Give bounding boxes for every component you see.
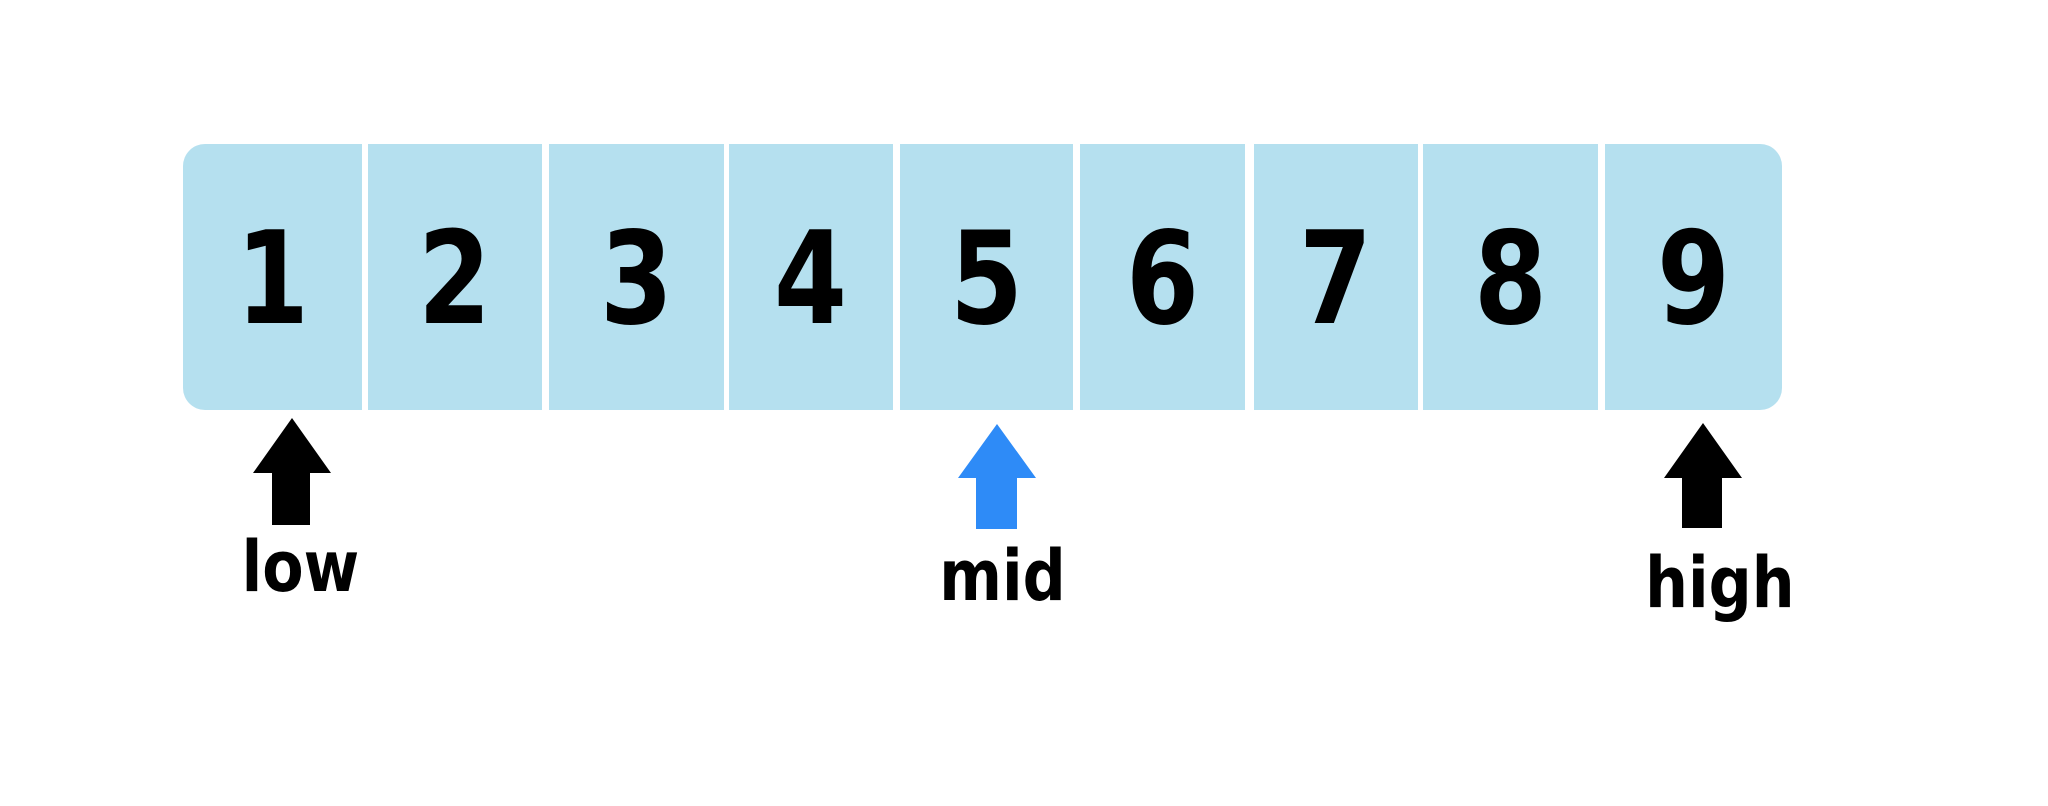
- array-cell-0: 1: [183, 144, 362, 410]
- cell-value: 5: [949, 205, 1024, 354]
- cell-value: 4: [774, 205, 848, 354]
- pointer-label-mid: mid: [939, 535, 1066, 617]
- array-cell-4: 5: [900, 144, 1073, 410]
- cell-value: 6: [1125, 205, 1200, 354]
- pointer-label-low: low: [241, 526, 360, 608]
- array-cell-3: 4: [729, 144, 893, 410]
- array-cell-2: 3: [549, 144, 724, 410]
- cell-value: 2: [418, 205, 492, 354]
- array-cell-7: 8: [1423, 144, 1598, 410]
- up-arrow-icon: [1664, 423, 1742, 528]
- array-cell-8: 9: [1605, 144, 1782, 410]
- array-cell-6: 7: [1254, 144, 1418, 410]
- array-cell-1: 2: [368, 144, 542, 410]
- cell-value: 7: [1299, 205, 1373, 354]
- up-arrow-icon: [253, 418, 331, 525]
- cell-value: 9: [1656, 205, 1731, 354]
- cell-value: 1: [235, 205, 310, 354]
- up-arrow-icon: [958, 424, 1036, 529]
- pointer-label-high: high: [1645, 542, 1795, 624]
- cell-value: 8: [1473, 205, 1548, 354]
- cell-value: 3: [599, 205, 674, 354]
- array-cell-5: 6: [1080, 144, 1245, 410]
